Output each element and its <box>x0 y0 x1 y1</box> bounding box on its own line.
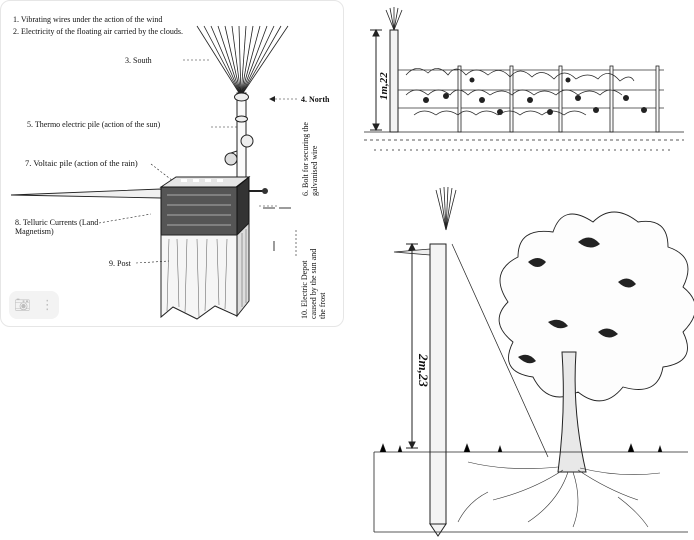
stakes <box>457 65 660 133</box>
label-10-electric-depot: 10. Electric Depot caused by the sun and… <box>300 248 327 319</box>
trellis-drawing <box>364 7 684 151</box>
label-7-voltaic-pile: 7. Voltaic pile (action of the rain) <box>25 158 138 168</box>
label-6-bolt: 6. Bolt for securing the galvanised wire <box>301 122 319 196</box>
antenna-diagram-panel: 1. Vibrating wires under the action of t… <box>0 0 344 327</box>
vine-foliage <box>405 68 635 116</box>
label-2-electricity-clouds: 2. Electricity of the floating air carri… <box>13 27 183 36</box>
camera-icon[interactable]: 📷︎ <box>14 297 31 313</box>
wooden-post <box>160 221 250 320</box>
tree-roots <box>457 461 661 528</box>
measure-label-2m23: 2m,23 <box>416 354 431 387</box>
grass <box>379 443 663 453</box>
grape-clusters <box>423 77 647 115</box>
antenna-drawing <box>10 25 297 320</box>
depot-marks <box>263 207 291 251</box>
label-8-telluric-currents: 8. Telluric Currents (Land Magnetism) <box>15 218 99 236</box>
label-4-north: 4. North <box>301 95 330 104</box>
ground <box>364 131 684 151</box>
tree-drawing <box>373 186 694 537</box>
label-1-vibrating-wires: 1. Vibrating wires under the action of t… <box>13 15 163 24</box>
label-9-post: 9. Post <box>109 259 131 268</box>
measure-label-1m22: 1m,22 <box>378 72 390 100</box>
vineyard-trellis-panel: 1m,22 <box>354 0 694 165</box>
tree-canopy-shading <box>518 237 636 364</box>
pile-box <box>159 175 251 237</box>
leader-lines <box>98 59 297 264</box>
trellis-post <box>389 29 399 133</box>
vibrating-wires <box>196 25 289 97</box>
ground-spike <box>10 188 162 199</box>
more-vertical-icon[interactable]: ⋮ <box>40 297 54 313</box>
antenna-mast <box>224 92 254 206</box>
tree-ground <box>373 451 688 533</box>
tree-canopy <box>498 211 694 402</box>
label-3-south: 3. South <box>125 56 152 65</box>
tree-trunk <box>557 351 587 473</box>
height-measure <box>370 28 382 132</box>
tree-post <box>429 243 447 525</box>
tree-height-measure <box>406 242 418 450</box>
tree-antenna-panel: 2m,23 <box>368 172 694 540</box>
image-toolbar: 📷︎ ⋮ <box>9 291 59 319</box>
label-5-thermo-pile: 5. Thermo electric pile (action of the s… <box>27 120 161 129</box>
